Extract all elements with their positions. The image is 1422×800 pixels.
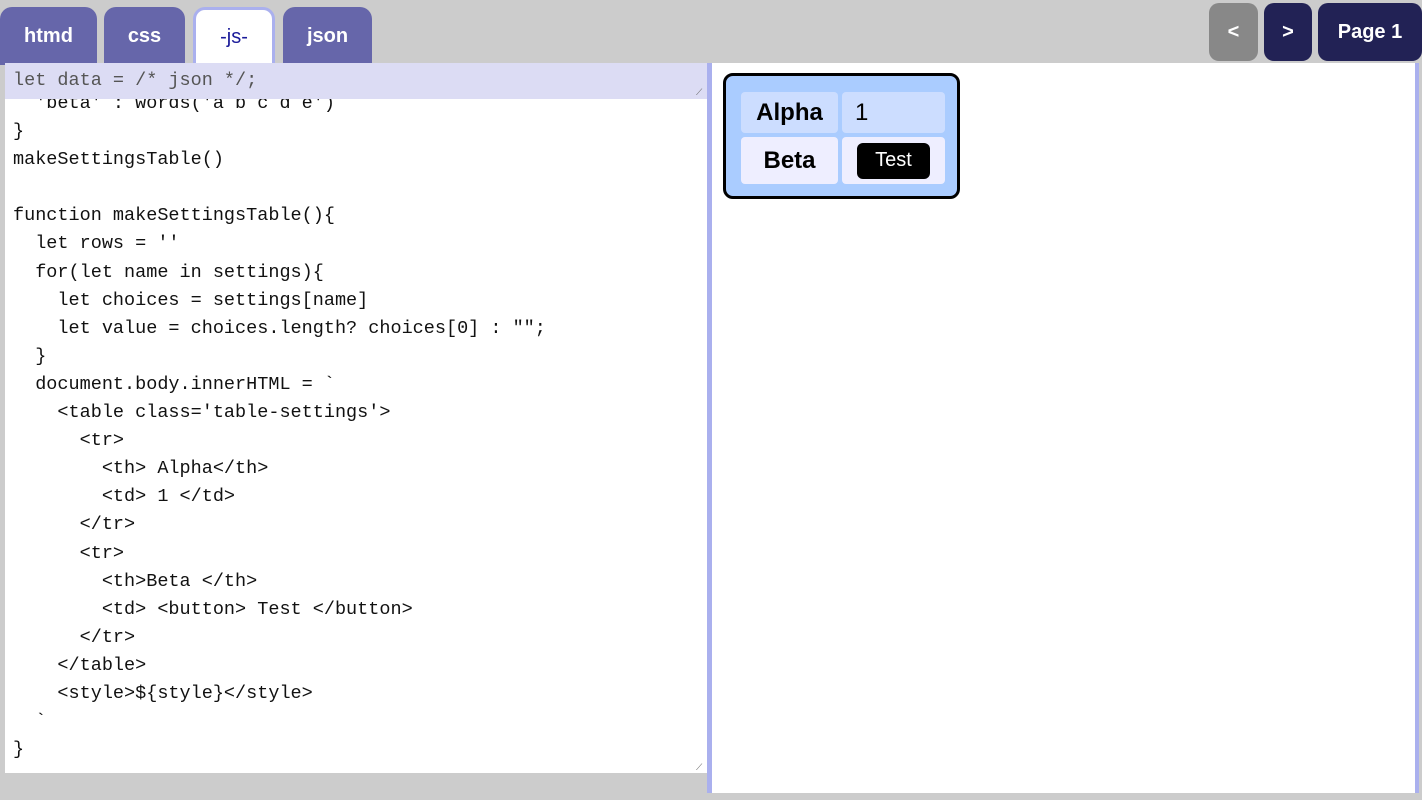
page-indicator[interactable]: Page 1 (1318, 3, 1422, 61)
code-textarea[interactable]: 'beta' : words('a b c d e') } makeSettin… (13, 93, 546, 761)
preview-pane: Alpha 1 Beta Test (712, 63, 1419, 793)
code-editor[interactable]: let data = /* json */; ⟋ 'beta' : words('… (5, 63, 707, 773)
header-line: let data = /* json */; (13, 70, 258, 91)
next-page-button[interactable]: > (1264, 3, 1312, 61)
alpha-value: 1 (842, 92, 945, 133)
pane-splitter[interactable] (707, 63, 712, 793)
resize-handle-icon[interactable]: ⟋ (696, 88, 703, 98)
alpha-label: Alpha (741, 92, 838, 133)
prev-page-button[interactable]: < (1209, 3, 1258, 61)
data-header-input[interactable]: let data = /* json */; ⟋ (5, 63, 707, 99)
tab-htmd[interactable]: htmd (0, 7, 97, 65)
test-button[interactable]: Test (857, 142, 930, 179)
beta-label: Beta (741, 137, 838, 184)
tab-json[interactable]: json (283, 7, 372, 65)
settings-table: Alpha 1 Beta Test (723, 73, 960, 199)
tab-js[interactable]: -js- (193, 7, 275, 65)
tab-css[interactable]: css (104, 7, 185, 65)
resize-handle-icon[interactable]: ⟋ (696, 762, 703, 772)
